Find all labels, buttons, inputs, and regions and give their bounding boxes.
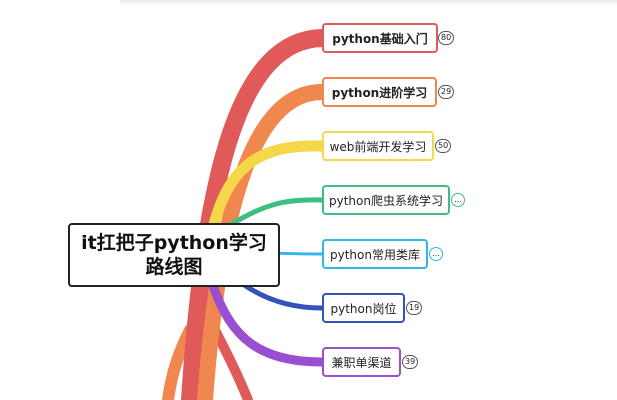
child-count-badge[interactable]: 50	[435, 139, 452, 153]
branch-connector	[181, 29, 331, 400]
branch-node[interactable]: python岗位	[322, 293, 405, 323]
root-title-line2: 路线图	[145, 256, 203, 278]
branch-node[interactable]: python常用类库	[322, 239, 428, 269]
branch-label: python基础入门	[332, 31, 428, 46]
branch-node[interactable]: python基础入门	[322, 23, 438, 53]
branch-connector	[206, 140, 328, 238]
child-count-badge[interactable]: 19	[406, 301, 423, 315]
branch-label: python爬虫系统学习	[329, 193, 443, 208]
collapsed-children-badge[interactable]: ...	[429, 247, 443, 261]
child-count-badge[interactable]: 29	[438, 85, 455, 99]
branch-node[interactable]: web前端开发学习	[322, 131, 434, 161]
branch-connectors	[162, 29, 331, 400]
branch-connector	[229, 197, 325, 227]
child-count-badge[interactable]: 80	[438, 31, 455, 45]
branch-label: web前端开发学习	[329, 139, 427, 154]
branch-node[interactable]: python爬虫系统学习	[322, 185, 450, 215]
branch-node[interactable]: python进阶学习	[322, 77, 437, 107]
branch-label: 兼职单渠道	[331, 355, 392, 370]
collapsed-children-badge[interactable]: ...	[451, 193, 465, 207]
child-count-badge[interactable]: 39	[402, 355, 419, 369]
branch-connector	[207, 277, 327, 367]
branch-label: python常用类库	[330, 247, 420, 262]
top-shadow	[120, 0, 617, 5]
root-title-line1: it扛把子python学习	[81, 232, 267, 254]
root-node[interactable]: it扛把子python学习 路线图	[68, 223, 280, 287]
branch-node[interactable]: 兼职单渠道	[322, 347, 401, 377]
branch-label: python进阶学习	[331, 85, 428, 100]
branch-label: python岗位	[330, 301, 397, 316]
